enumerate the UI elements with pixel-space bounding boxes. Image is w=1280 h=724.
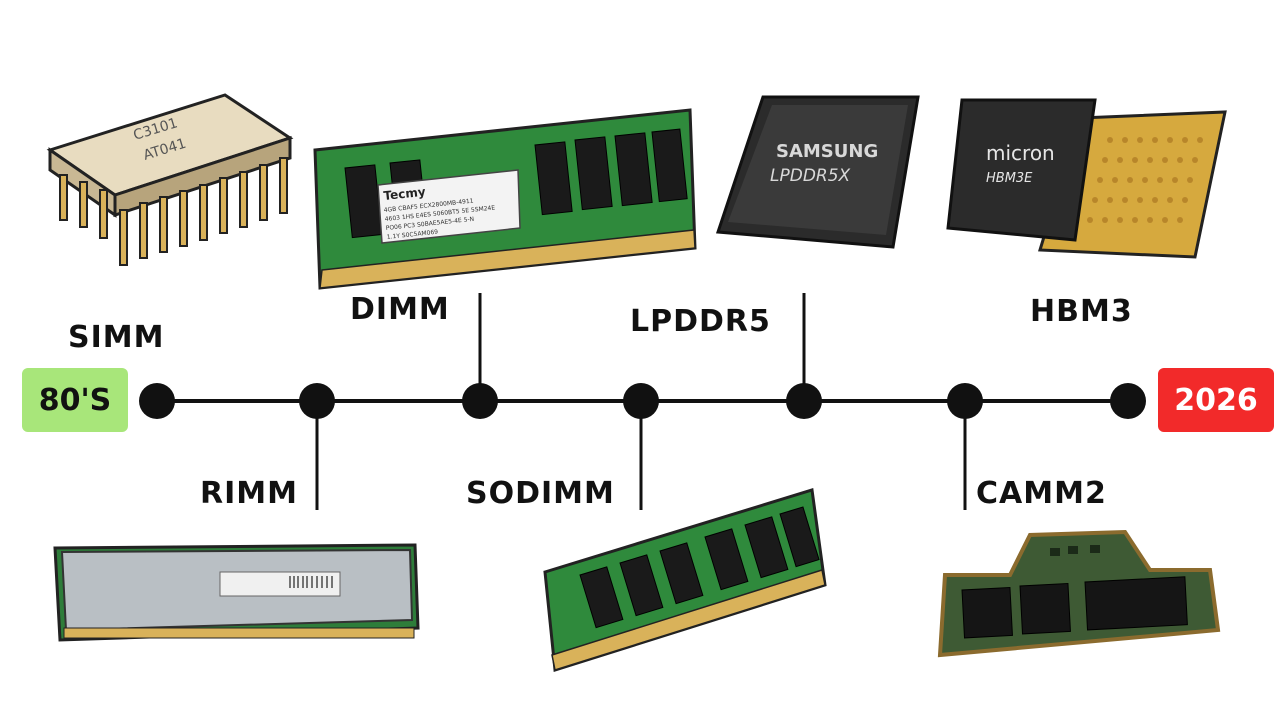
hbm3e-brand: micron bbox=[986, 141, 1055, 165]
label-lpddr5: LPDDR5 bbox=[630, 304, 771, 339]
timeline-start-badge: 80'S bbox=[22, 368, 128, 432]
timeline-node-sodimm bbox=[623, 383, 659, 419]
timeline-node-camm2 bbox=[947, 383, 983, 419]
timeline-node-lpddr5 bbox=[786, 383, 822, 419]
label-rimm: RIMM bbox=[200, 476, 298, 511]
label-hbm3: HBM3 bbox=[1030, 294, 1133, 329]
label-sodimm: SODIMM bbox=[466, 476, 615, 511]
lpddr5x-brand: SAMSUNG bbox=[776, 141, 878, 162]
timeline-node-rimm bbox=[299, 383, 335, 419]
lpddr5x-chip-image: SAMSUNG LPDDR5X bbox=[715, 95, 920, 249]
simm-chip-image: C3101 AT041 bbox=[46, 93, 294, 266]
label-simm: SIMM bbox=[68, 320, 165, 355]
timeline-node-end bbox=[1110, 383, 1146, 419]
dimm-label-brand: Tecmy bbox=[383, 185, 427, 203]
sodimm-module-image bbox=[543, 488, 827, 672]
dimm-module-image: Tecmy 4GB CBAF5 ECX2800MB-4911 4603 1HS … bbox=[313, 108, 697, 290]
hbm3e-chip-image: micron HBM3E bbox=[946, 98, 1227, 259]
lpddr5x-model: LPDDR5X bbox=[770, 166, 851, 186]
rimm-module-image bbox=[53, 543, 420, 642]
label-camm2: CAMM2 bbox=[976, 476, 1107, 511]
timeline-node-dimm bbox=[462, 383, 498, 419]
timeline-end-badge: 2026 bbox=[1158, 368, 1274, 432]
camm2-module-image bbox=[937, 529, 1221, 658]
timeline-node-simm bbox=[139, 383, 175, 419]
hbm3e-model: HBM3E bbox=[986, 171, 1033, 186]
label-dimm: DIMM bbox=[350, 292, 450, 327]
